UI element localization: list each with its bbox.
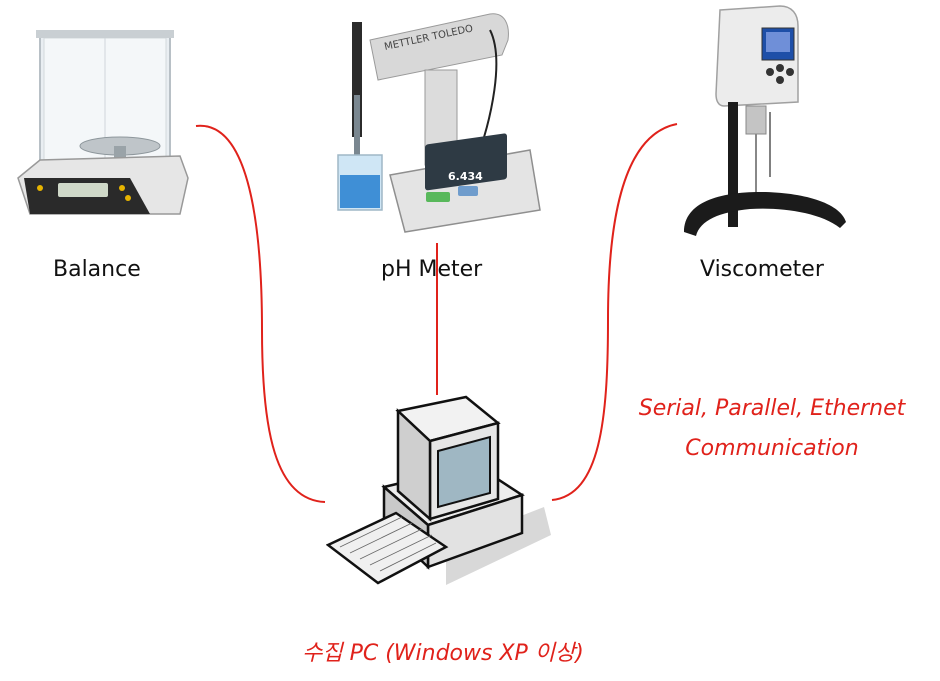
viscometer-connection-line xyxy=(551,123,678,501)
desktop-computer-icon xyxy=(326,395,551,585)
pc-label: 수집 PC (Windows XP 이상) xyxy=(302,641,584,666)
ph-display-text: 6.434 xyxy=(448,170,483,183)
viscometer-icon xyxy=(684,5,846,236)
connection-note-line1: Serial, Parallel, Ethernet xyxy=(638,396,906,421)
balance-label: Balance xyxy=(53,257,141,282)
ph-meter-icon: METTLER TOLEDO 6.434 xyxy=(337,13,541,233)
connection-note-line2: Communication xyxy=(685,436,859,461)
balance-connection-line xyxy=(195,124,326,503)
viscometer-label: Viscometer xyxy=(700,257,824,282)
ph-meter-label: pH Meter xyxy=(381,257,483,282)
analytical-balance-icon xyxy=(17,30,189,215)
